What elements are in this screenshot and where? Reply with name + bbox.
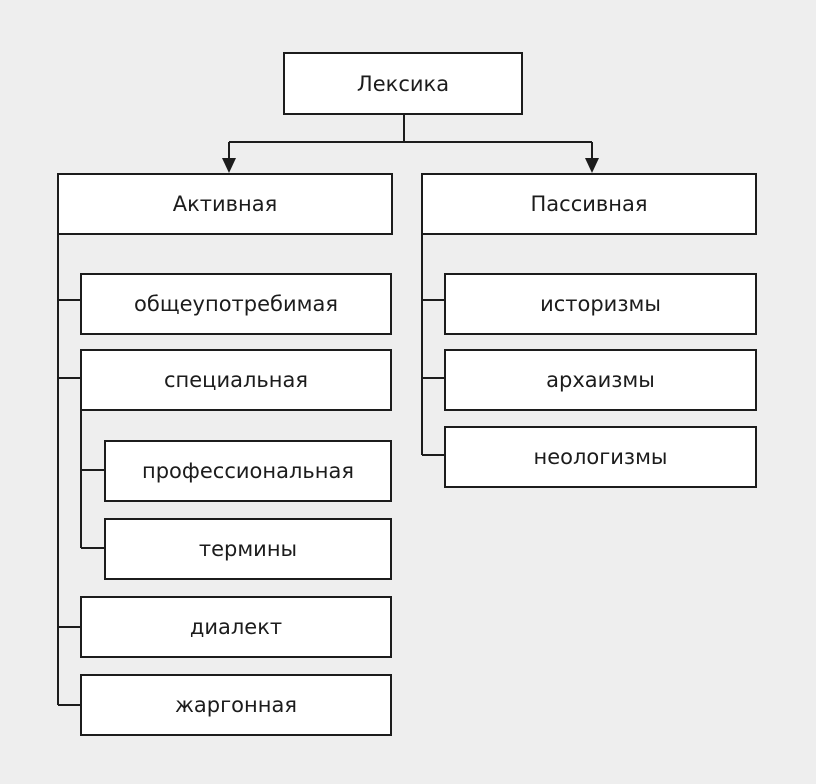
active-item-special: специальная [80,349,392,411]
special-item-terms: термины [104,518,392,580]
passive-item-neologisms: неологизмы [444,426,757,488]
passive-node: Пассивная [421,173,757,235]
special-item-professional: профессиональная [104,440,392,502]
active-item-dialect: диалект [80,596,392,658]
active-label: Активная [172,192,278,216]
passive-label: Пассивная [530,192,648,216]
root-node: Лексика [283,52,523,115]
active-node: Активная [57,173,393,235]
root-label: Лексика [356,71,450,96]
active-item-label: жаргонная [175,693,297,717]
passive-item-label: историзмы [540,292,661,316]
active-item-jargon: жаргонная [80,674,392,736]
passive-item-label: неологизмы [533,445,668,469]
active-item-label: специальная [163,368,309,392]
special-item-label: термины [198,537,298,561]
left-arrowhead [222,158,236,173]
passive-item-archaisms: архаизмы [444,349,757,411]
active-item-common: общеупотребимая [80,273,392,335]
passive-item-historisms: историзмы [444,273,757,335]
active-item-label: общеупотребимая [134,292,338,316]
right-arrowhead [585,158,599,173]
active-item-label: диалект [189,615,283,639]
special-item-label: профессиональная [142,459,354,483]
passive-item-label: архаизмы [546,368,655,392]
